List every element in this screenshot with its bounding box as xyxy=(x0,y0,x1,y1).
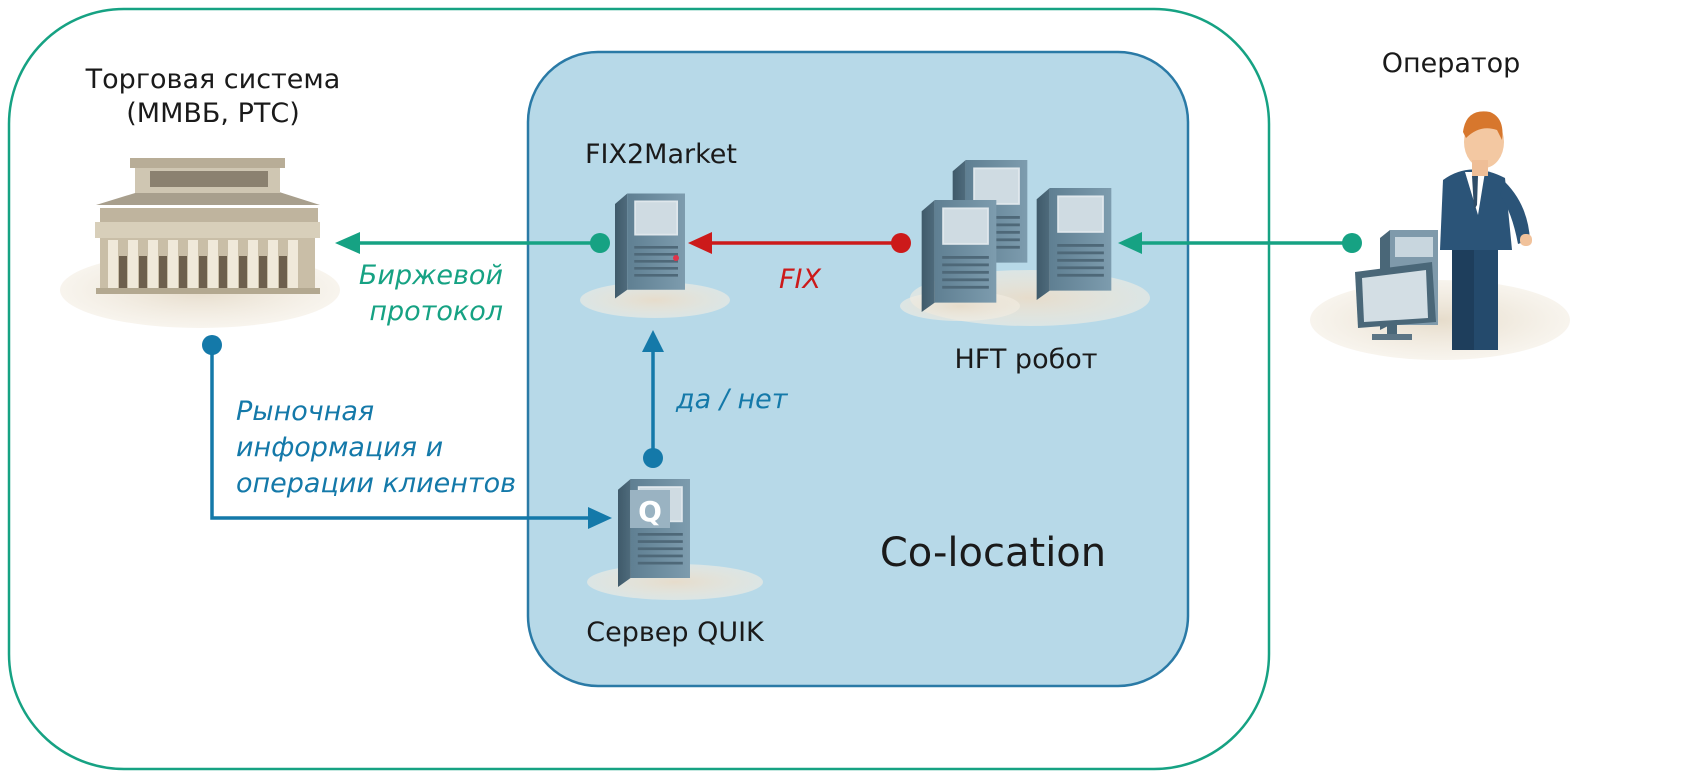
hft-robot-servers-icon xyxy=(900,160,1150,326)
market-info-label-line1: Рыночная xyxy=(236,396,374,427)
edge-operator-to-hft xyxy=(1118,232,1362,254)
exchange-protocol-label-line1: Биржевой xyxy=(359,260,503,291)
exchange-label-line1: Торговая система xyxy=(85,64,341,95)
quik-server-label: Сервер QUIK xyxy=(586,617,765,648)
quik-server-icon xyxy=(587,479,763,600)
hft-robot-label: HFT робот xyxy=(955,344,1098,375)
exchange-protocol-label-line2: протокол xyxy=(369,296,503,327)
fix2market-label: FIX2Market xyxy=(585,139,737,170)
operator-person-icon xyxy=(1310,111,1570,360)
operator-label: Оператор xyxy=(1382,48,1521,79)
edge-fix xyxy=(688,232,911,254)
yes-no-label: да / нет xyxy=(675,384,789,415)
exchange-label-line2: (ММВБ, РТС) xyxy=(126,98,300,129)
fix-label: FIX xyxy=(779,264,821,295)
colocation-label: Co-location xyxy=(880,530,1106,576)
edge-exchange-protocol xyxy=(335,232,610,254)
quik-logo-letter: Q xyxy=(638,495,662,528)
edge-yes-no xyxy=(642,330,664,468)
outer-boundary xyxy=(7,7,1271,771)
market-info-label-line3: операции клиентов xyxy=(236,468,516,499)
fix2market-server-icon xyxy=(580,193,730,318)
market-info-label-line2: информация и xyxy=(236,432,443,463)
exchange-building-icon xyxy=(60,158,340,328)
edge-market-info xyxy=(202,335,612,529)
